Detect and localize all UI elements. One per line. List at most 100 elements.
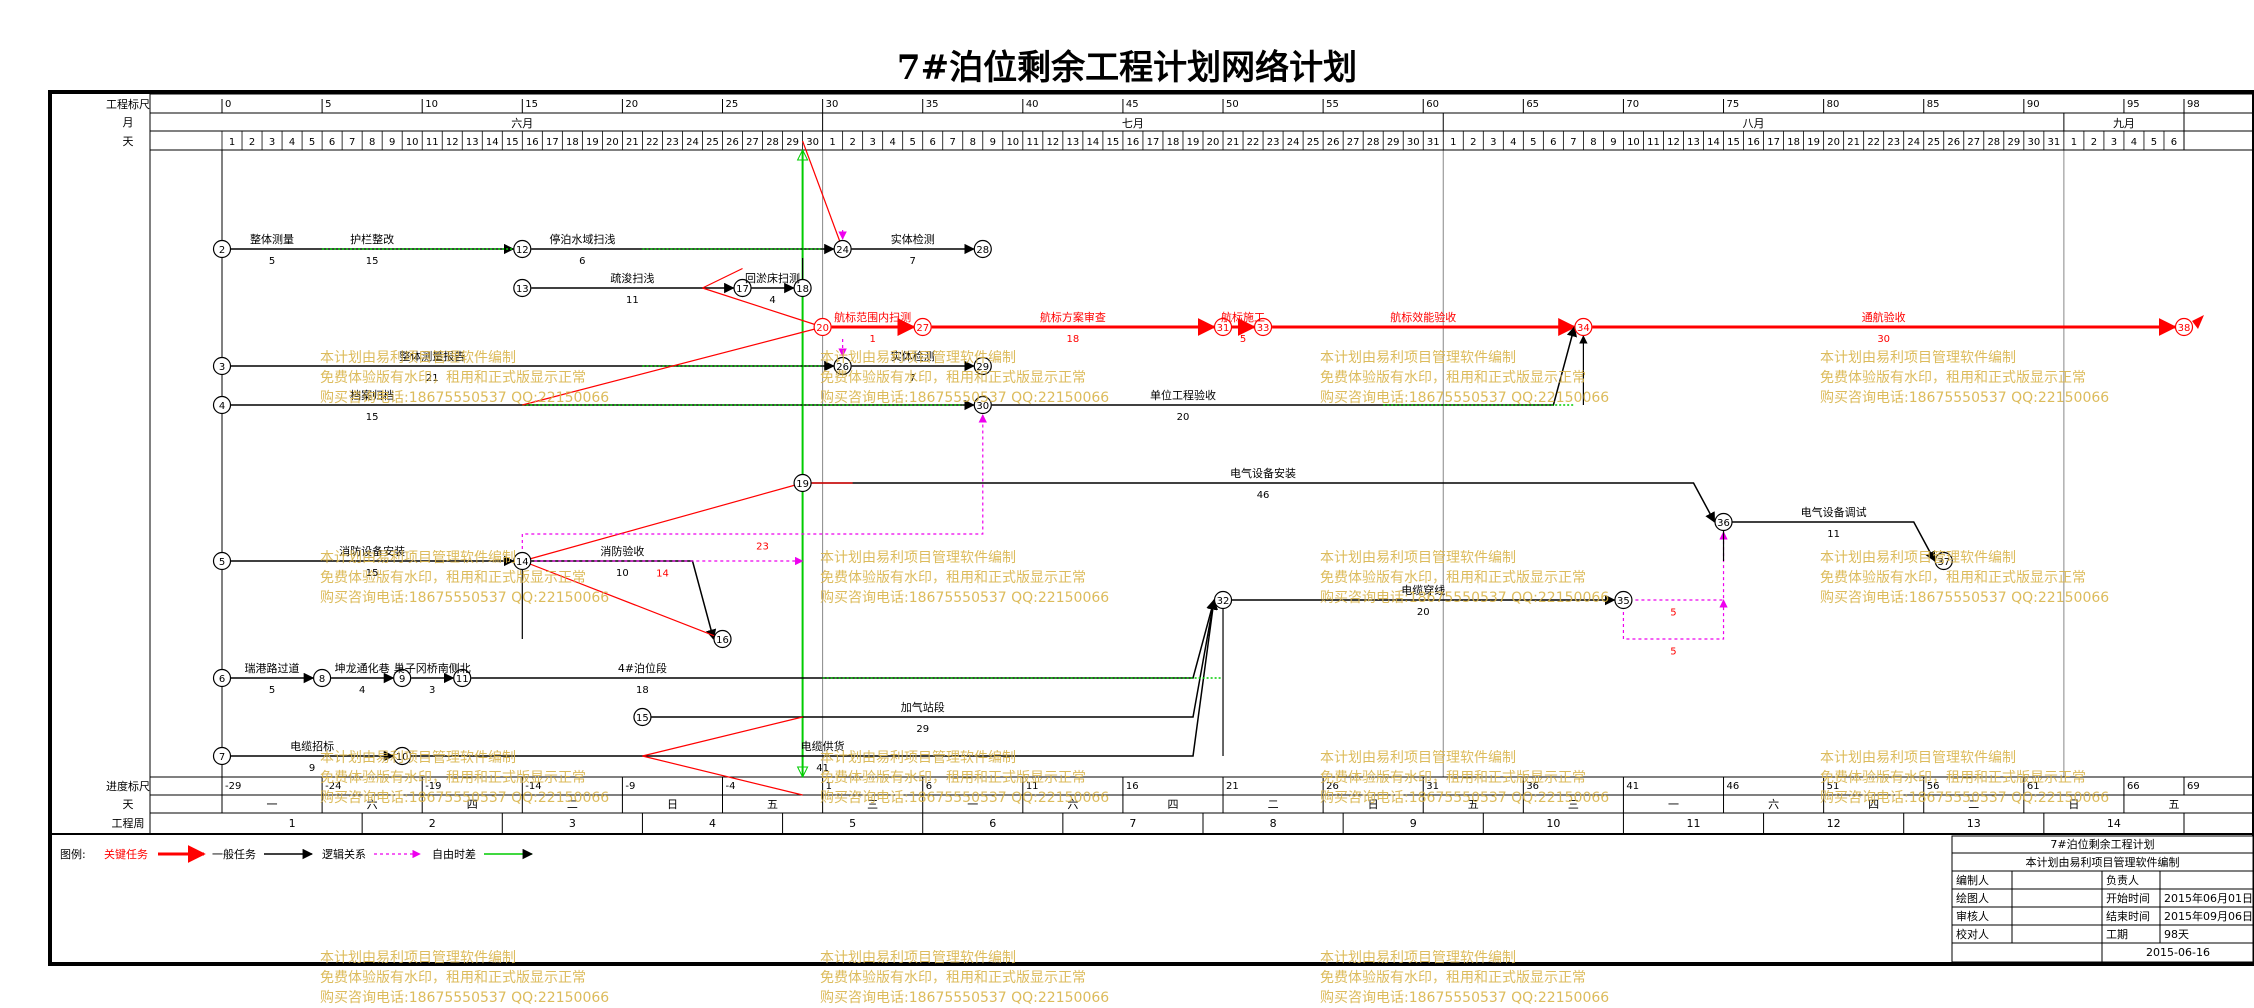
event-node — [1574, 317, 1593, 337]
frame — [48, 90, 2254, 966]
node-number: 12 — [516, 245, 529, 256]
legend-prefix: 图例: — [60, 847, 86, 861]
node-number: 36 — [1717, 518, 1730, 529]
task-name: 通航验收 — [1862, 310, 1906, 324]
task-name: 电缆供货 — [801, 739, 845, 753]
day-number: 11 — [1647, 137, 1660, 148]
day-number: 8 — [970, 137, 976, 148]
day-number: 6 — [1550, 137, 1556, 148]
day-number: 10 — [1006, 137, 1019, 148]
day-number: 15 — [1107, 137, 1120, 148]
week-number: 5 — [849, 817, 856, 830]
progress-tick: -19 — [425, 781, 441, 792]
task-duration: 20 — [1177, 412, 1190, 423]
float-label: 14 — [656, 569, 669, 580]
node-number: 27 — [916, 323, 929, 334]
event-node — [1614, 590, 1633, 610]
event-node — [313, 668, 332, 688]
day-number: 9 — [990, 137, 996, 148]
task-duration: 11 — [626, 295, 639, 306]
task-name: 航标施工 — [1221, 310, 1265, 324]
scale-tick: 30 — [826, 99, 839, 110]
logic-dashed-link — [1623, 531, 1728, 601]
task-duration: 5 — [269, 256, 275, 267]
task-name: 整体测量 — [250, 232, 294, 246]
day-number: 14 — [486, 137, 499, 148]
weekday: 日 — [2068, 798, 2079, 811]
task-name: 瑞港路过道 — [245, 661, 300, 675]
progress-line-bottom — [796, 766, 809, 779]
progress-tick: -29 — [225, 781, 241, 792]
week-number: 13 — [1967, 817, 1981, 830]
event-node — [913, 317, 932, 337]
day-number: 31 — [2048, 137, 2061, 148]
day-number: 29 — [1387, 137, 1400, 148]
task-name: 整体测量报告 — [399, 349, 465, 363]
page-title: 7#泊位剩余工程计划网络计划 — [896, 48, 1358, 88]
day-number: 11 — [426, 137, 439, 148]
node-number: 7 — [219, 752, 225, 763]
node-number: 19 — [796, 479, 809, 490]
day-number: 3 — [2111, 137, 2117, 148]
scale-tick: 45 — [1126, 99, 1139, 110]
event-node — [833, 239, 852, 259]
day-number: 12 — [1046, 137, 1059, 148]
day-number: 22 — [1247, 137, 1260, 148]
info-cell: 绘图人 — [1956, 891, 1989, 905]
day-number: 27 — [1967, 137, 1980, 148]
event-node — [212, 239, 232, 259]
node-number: 10 — [396, 752, 409, 763]
task-duration: 29 — [916, 724, 929, 735]
task-name: 回淤床扫测 — [745, 271, 800, 285]
weekday: 一 — [1668, 798, 1679, 811]
scale-tick: 75 — [1727, 99, 1740, 110]
scale-tick: 5 — [325, 99, 331, 110]
day-number: 12 — [1667, 137, 1680, 148]
node-number: 28 — [976, 245, 989, 256]
day-number: 10 — [406, 137, 419, 148]
event-node — [212, 746, 232, 766]
progress-tick: 31 — [1426, 781, 1439, 792]
info-cell: 工期 — [2106, 928, 2128, 941]
node-number: 20 — [816, 323, 829, 334]
task-name: 档案归档 — [350, 388, 394, 402]
day-number: 22 — [646, 137, 659, 148]
day-number: 3 — [1490, 137, 1496, 148]
week-number: 7 — [1129, 817, 1136, 830]
progress-tick: 56 — [1927, 781, 1940, 792]
task-lines — [231, 140, 2204, 796]
day-number: 5 — [309, 137, 315, 148]
node-number: 9 — [399, 674, 405, 685]
day-number: 31 — [1427, 137, 1440, 148]
weekday: 六 — [367, 798, 378, 811]
scale-tick: 25 — [726, 99, 739, 110]
weekday: 五 — [1468, 798, 1479, 811]
critical-link — [802, 140, 844, 250]
event-node — [1213, 590, 1233, 610]
progress-line-top — [796, 148, 809, 161]
weekday: 六 — [1067, 798, 1078, 811]
day-number: 12 — [446, 137, 459, 148]
week-number: 9 — [1410, 817, 1417, 830]
weekday: 三 — [1568, 798, 1579, 811]
day-number: 26 — [1327, 137, 1340, 148]
day-number: 6 — [930, 137, 936, 148]
day-number: 30 — [2027, 137, 2040, 148]
event-node — [513, 239, 532, 259]
day-number: 24 — [1907, 137, 1920, 148]
day-number: 8 — [1590, 137, 1596, 148]
node-number: 8 — [319, 674, 325, 685]
task-duration: 15 — [366, 568, 379, 579]
task-name: 实体检测 — [891, 232, 935, 246]
day-number: 3 — [869, 137, 875, 148]
day-number: 16 — [1747, 137, 1760, 148]
day-number: 21 — [1227, 137, 1240, 148]
day-number: 9 — [1610, 137, 1616, 148]
day-number: 20 — [606, 137, 619, 148]
node-number: 18 — [796, 284, 809, 295]
task-name: 航标范围内扫测 — [834, 310, 911, 324]
day-number: 24 — [1287, 137, 1300, 148]
task-duration: 9 — [309, 763, 315, 774]
event-node — [212, 668, 232, 688]
